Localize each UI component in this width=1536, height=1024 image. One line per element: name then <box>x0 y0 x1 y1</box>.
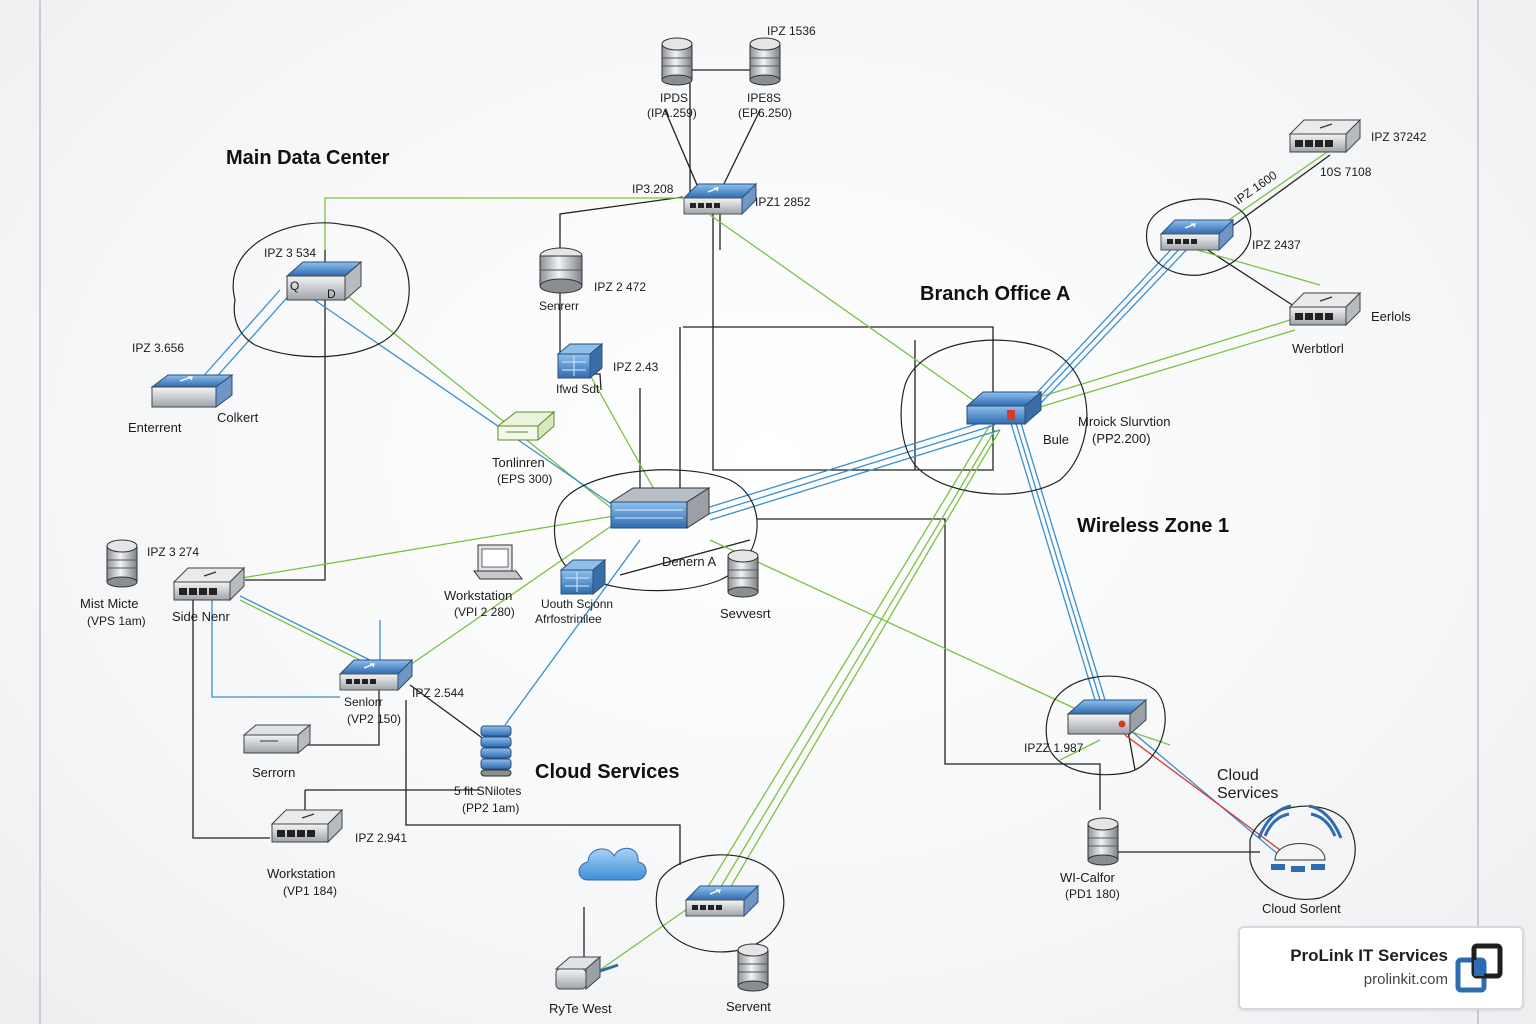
server-center-icon[interactable] <box>727 549 759 598</box>
label-left-sw-name: Side Nenr <box>172 609 230 624</box>
stacked-server-icon[interactable] <box>480 725 512 777</box>
mdc-switch-icon[interactable] <box>285 260 363 302</box>
label-router-left-a: Enterrent <box>128 420 182 435</box>
label-cube-name: Ifwd Sdt <box>556 382 600 396</box>
label-laptop-ip: (VPI 2 280) <box>454 605 515 619</box>
switch-br-bottom-icon[interactable] <box>1289 292 1361 326</box>
label-branch-main-c: (PP2.200) <box>1092 431 1151 446</box>
label-sw-mid-left-name: Senlorr <box>344 695 383 709</box>
center-device-icon[interactable] <box>609 487 711 529</box>
server-top-left-icon[interactable] <box>661 37 693 86</box>
brand-card[interactable]: ProLink IT Services prolinkit.com <box>1238 926 1524 1010</box>
label-server-mid-name: Senrerr <box>539 299 579 313</box>
label-left-srv-name: Mist Micte <box>80 596 139 611</box>
wifi-access-point-icon[interactable] <box>1257 804 1343 872</box>
label-term-ip: (EPS 300) <box>497 472 552 486</box>
switch-br-top-icon[interactable] <box>1289 119 1361 153</box>
label-wifi-srv-name: WI-Calfor <box>1060 870 1116 885</box>
label-srv-top-right-name: IPE8S <box>747 91 781 105</box>
terminal-icon[interactable] <box>496 410 556 442</box>
router-bottom-icon[interactable] <box>554 955 619 991</box>
label-cube-ip: IPZ 2.43 <box>613 360 659 374</box>
switch-br-mid-icon[interactable] <box>1160 219 1234 251</box>
zone-cloud-services: Cloud Services <box>535 761 680 783</box>
label-sw-top-right: IPZ1 2852 <box>755 195 811 209</box>
label-br-dev-b: Werbtlorl <box>1292 341 1344 356</box>
brand-name: ProLink IT Services <box>1290 946 1448 965</box>
label-srv-top-right-ip: (EP6.250) <box>738 106 792 120</box>
label-cloud-server: Cloud Sorlent <box>1262 901 1341 916</box>
laptop-icon[interactable] <box>473 544 523 580</box>
label-wifi-srv-ip: (PD1 180) <box>1065 887 1120 901</box>
workstation-bottom-icon[interactable] <box>271 809 343 843</box>
connections <box>192 69 1356 971</box>
brand-logo-icon <box>1455 943 1503 993</box>
zone-branch-office-a: Branch Office A <box>920 283 1070 305</box>
label-sw-mid-left-ip2: IPZ 2.544 <box>412 686 464 700</box>
label-br-sw-ip: IPZ 2437 <box>1252 238 1301 252</box>
label-br-dev-a: Eerlols <box>1371 309 1411 324</box>
label-branch-main-b: Bule <box>1043 432 1069 447</box>
label-term-name: Tonlinren <box>492 455 545 470</box>
switch-left-icon[interactable] <box>173 567 245 601</box>
server-top-right-icon[interactable] <box>749 37 781 86</box>
zone-main-data-center: Main Data Center <box>226 147 390 169</box>
server-mid-icon[interactable] <box>539 247 583 294</box>
label-bottom-router-name: RyTe West <box>549 1001 612 1016</box>
zone-wireless-zone-1: Wireless Zone 1 <box>1077 515 1229 537</box>
label-mdc-switch-inner2: D <box>327 287 336 301</box>
label-server-mid-ip: IPZ 2 472 <box>594 280 646 294</box>
switch-top-icon[interactable] <box>683 183 757 215</box>
brand-url[interactable]: prolinkit.com <box>1363 971 1448 988</box>
label-left-srv-ip: (VPS 1am) <box>87 614 146 628</box>
label-cube2-sub: Afrfostrinilee <box>535 612 602 626</box>
server-left-icon[interactable] <box>106 539 138 588</box>
label-sw-mid-left-ip: (VP2 150) <box>347 712 401 726</box>
label-stack-ip: (PP2 1am) <box>462 801 519 815</box>
label-laptop-name: Workstation <box>444 588 512 603</box>
label-top-ip: IPZ 1536 <box>767 24 816 38</box>
label-branch-main-a: Mroick Slurvtion <box>1078 414 1170 429</box>
devices <box>106 37 1361 992</box>
label-center-device: Denern A <box>662 554 717 569</box>
label-router-left-b: Colkert <box>217 410 259 425</box>
label-router-left-ip: IPZ 3.656 <box>132 341 184 355</box>
label-ws-bottom-name: Workstation <box>267 866 335 881</box>
label-stack-name: 5 fit SNilotes <box>454 784 521 798</box>
label-sw-top-left: IP3.208 <box>632 182 674 196</box>
label-server-center-name: Sevvesrt <box>720 606 771 621</box>
label-mdc-switch: IPZ 3 534 <box>264 246 316 260</box>
label-mdc-switch-inner: Q <box>290 279 299 293</box>
label-srv-top-left-ip: (IPA.259) <box>647 106 697 120</box>
labels: Main Data Center Branch Office A Wireles… <box>80 24 1427 1016</box>
router-mid-left-icon[interactable] <box>242 723 312 755</box>
wz-router-icon[interactable] <box>1066 698 1148 736</box>
switch-mid-left-icon[interactable] <box>339 659 413 691</box>
label-br-ip-right: 10S 7108 <box>1320 165 1372 179</box>
label-router-mid-left: Serrorn <box>252 765 295 780</box>
label-left-sw-ip: IPZ 3 274 <box>147 545 199 559</box>
label-bottom-server-name: Servent <box>726 999 771 1014</box>
label-br-ip-top: IPZ 37242 <box>1371 130 1427 144</box>
label-cube2-name: Uouth Scjonn <box>541 597 613 611</box>
label-ws-bottom-sub: (VP1 184) <box>283 884 337 898</box>
router-left-icon[interactable] <box>150 374 234 408</box>
branch-main-switch-icon[interactable] <box>965 390 1043 426</box>
server-bottom-icon[interactable] <box>737 943 769 992</box>
cube2-icon[interactable] <box>560 559 606 595</box>
wifi-server-icon[interactable] <box>1087 817 1119 866</box>
cube-icon[interactable] <box>557 343 603 379</box>
switch-bottom-icon[interactable] <box>685 885 759 917</box>
label-ws-bottom-ip: IPZ 2.941 <box>355 831 407 845</box>
cloud-icon <box>578 847 647 881</box>
label-srv-top-left-name: IPDS <box>660 91 688 105</box>
label-wz-router-ip: IPZZ 1.987 <box>1024 741 1084 755</box>
